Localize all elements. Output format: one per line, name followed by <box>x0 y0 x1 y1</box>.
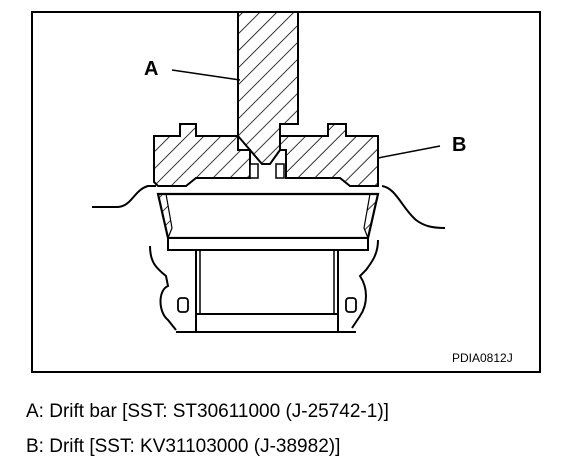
drift-right-half <box>279 123 379 187</box>
drift-left-half <box>153 123 251 187</box>
lower-shaft <box>195 250 339 315</box>
callout-a-label: A <box>144 58 158 80</box>
callout-a-leader <box>171 69 241 81</box>
legend-drift: B: Drift [SST: KV31103000 (J-38982)] <box>26 436 341 457</box>
drift-center-right <box>275 163 285 179</box>
figure-code: PDIA0812J <box>452 351 513 365</box>
bearing-flange <box>167 237 369 251</box>
callout-b-leader <box>377 145 441 159</box>
bearing-corner-left <box>157 193 173 241</box>
drift-bar <box>237 11 299 165</box>
housing-right-outline <box>351 185 446 329</box>
housing-left-outline <box>92 185 177 331</box>
seal-left <box>177 297 189 313</box>
bearing-outer-race <box>156 192 380 240</box>
legend-drift-bar: A: Drift bar [SST: ST30611000 (J-25742-1… <box>26 401 389 422</box>
seal-right <box>345 297 357 313</box>
drift-center-left <box>249 163 259 179</box>
service-diagram: A B PDIA0812J <box>31 11 541 373</box>
callout-b-label: B <box>452 134 466 156</box>
shaft-bottom-lip <box>195 313 339 333</box>
